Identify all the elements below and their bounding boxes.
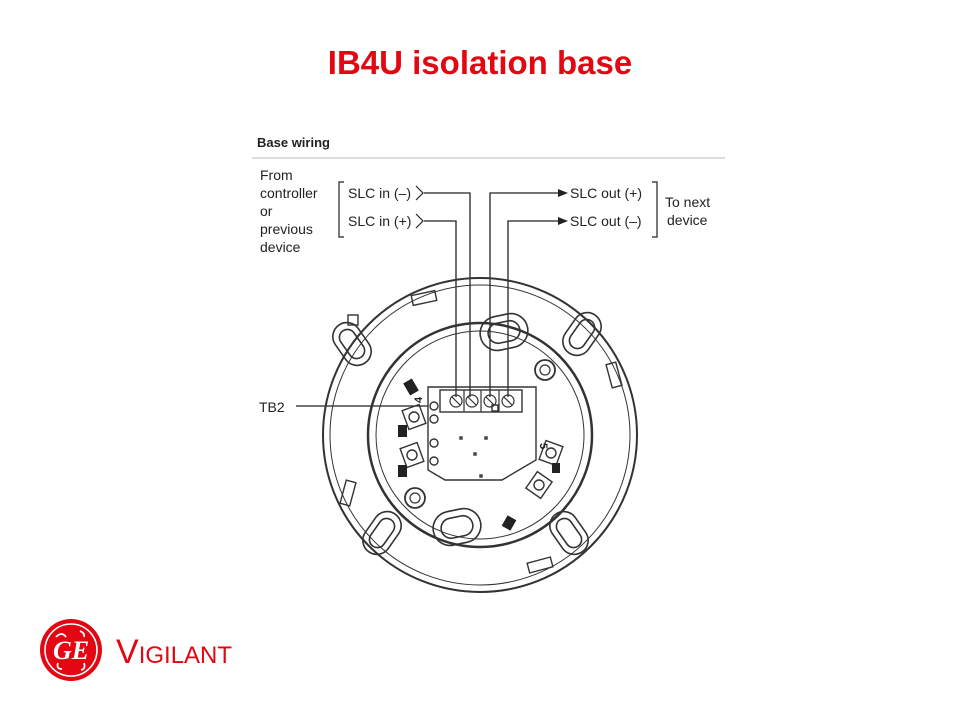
slc-in-plus-arrow [415, 213, 424, 229]
ge-monogram-icon: GE [40, 619, 102, 681]
svg-text:or: or [260, 203, 273, 219]
outer-tabs [339, 289, 623, 574]
vigilant-wordmark: VIGILANT [116, 633, 232, 671]
screw-slots [432, 312, 529, 547]
svg-text:From: From [260, 167, 293, 183]
slc-out-plus-arrowhead [558, 189, 568, 197]
wire-slc-out-plus [489, 192, 558, 397]
base-wiring-diagram: Base wiring From controller or previous … [252, 135, 725, 593]
wiring [424, 192, 558, 397]
slc-in-minus-arrow [415, 185, 424, 201]
wire-slc-in-minus [424, 192, 471, 397]
clip-details [398, 378, 560, 531]
svg-text:device: device [667, 212, 708, 228]
wire-slc-in-plus [424, 220, 457, 397]
wire-slc-out-minus [507, 220, 558, 397]
to-next-device-label: To next device [665, 194, 710, 228]
screw-bottom-left [404, 487, 426, 509]
isolation-base-drawing [322, 277, 638, 593]
slc-in-minus-label: SLC in (–) [348, 185, 411, 201]
from-controller-label: From controller or previous device [260, 167, 318, 255]
mounting-slots [332, 311, 602, 556]
svg-text:controller: controller [260, 185, 318, 201]
tb2-terminals [449, 390, 515, 412]
outer-ring [322, 277, 638, 593]
tb2-label: TB2 [259, 399, 285, 415]
svg-text:previous: previous [260, 221, 313, 237]
slc-in-plus-label: SLC in (+) [348, 213, 411, 229]
diagram-header: Base wiring [257, 135, 330, 150]
terminal-number-4: 4 [413, 396, 425, 403]
slide-title: IB4U isolation base [327, 44, 633, 81]
terminal-number-5: 5 [537, 443, 549, 449]
slc-out-minus-arrowhead [558, 217, 568, 225]
svg-text:To next: To next [665, 194, 710, 210]
inner-ring [366, 321, 594, 549]
svg-text:device: device [260, 239, 301, 255]
side-terminals [399, 401, 564, 500]
svg-text:GE: GE [53, 636, 89, 665]
input-bracket [338, 181, 344, 238]
ge-vigilant-logo: GE VIGILANT [38, 617, 268, 692]
slc-out-plus-label: SLC out (+) [570, 185, 642, 201]
screw-top-right [534, 359, 556, 381]
circuit-board [427, 386, 537, 481]
slc-out-minus-label: SLC out (–) [570, 213, 642, 229]
output-bracket [652, 181, 658, 238]
